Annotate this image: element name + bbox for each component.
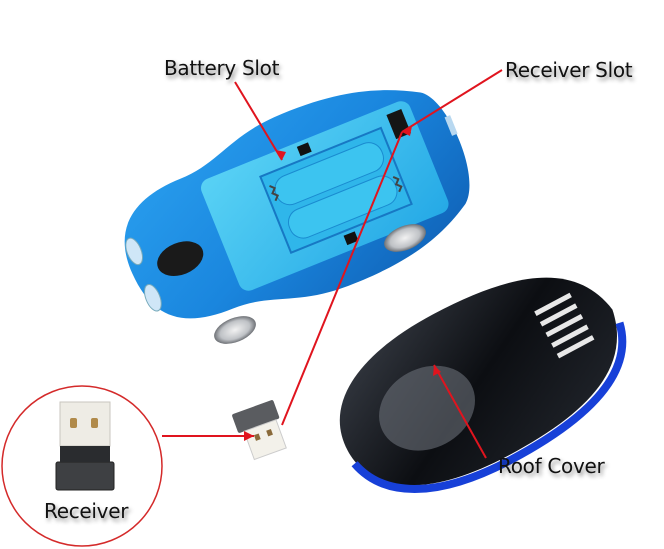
arrowheads [244,126,441,441]
usb-receiver-large [55,401,115,491]
receiver-slot-label: Receiver Slot [505,58,633,82]
wheel [214,316,256,344]
roof-cover-label: Roof Cover [498,454,605,478]
receiver-label: Receiver [44,499,129,523]
mouse-car-body [124,90,470,319]
roof-cover [339,277,627,493]
wheel [384,224,426,252]
battery-slot-label: Battery Slot [164,56,280,80]
usb-receiver-small [232,400,287,461]
annotation-lines [162,69,503,459]
